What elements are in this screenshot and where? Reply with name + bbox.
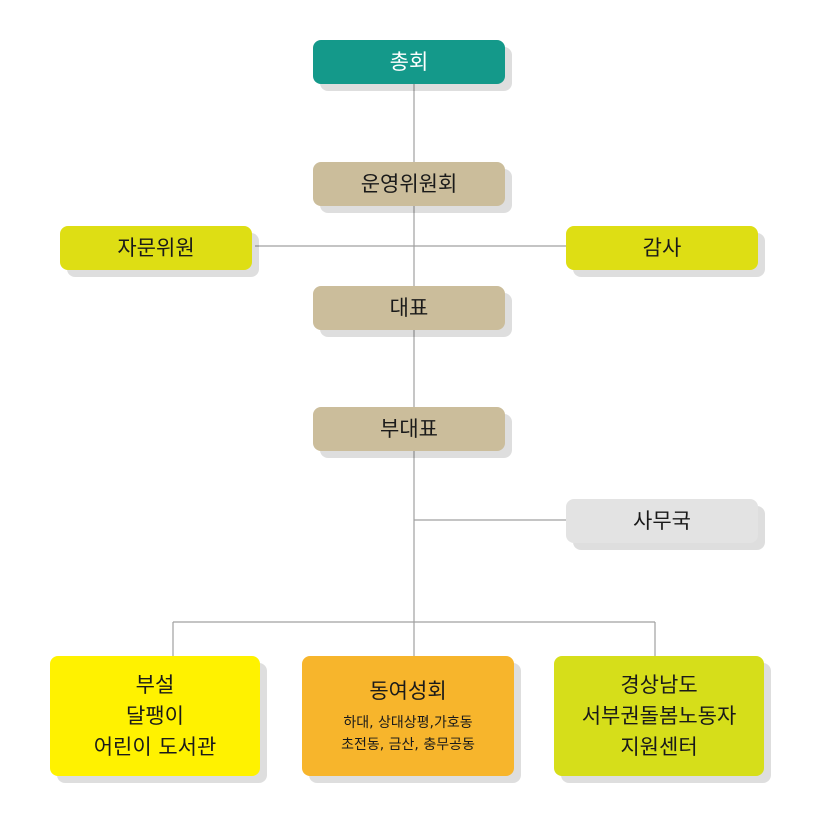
audit-label: 감사 (642, 236, 682, 260)
steering-committee-label: 운영위원회 (360, 172, 458, 196)
dept-center-node: 경상남도 서부권돌봄노동자 지원센터 (554, 656, 764, 776)
dept-library-line1: 부설 (135, 672, 175, 697)
dept-alumni-sub2: 초전동, 금산, 충무공동 (341, 737, 475, 753)
dept-alumni-node: 동여성회 하대, 상대상평,가호동 초전동, 금산, 충무공동 (302, 656, 514, 776)
secretariat-label: 사무국 (633, 509, 691, 533)
general-assembly-node: 총회 (313, 40, 505, 84)
dept-center-line3: 지원센터 (620, 734, 698, 759)
dept-center-line1: 경상남도 (620, 672, 698, 697)
dept-library-line3: 어린이 도서관 (93, 734, 217, 759)
secretariat-node: 사무국 (566, 499, 758, 543)
vice-representative-node: 부대표 (313, 407, 505, 451)
dept-library-node: 부설 달팽이 어린이 도서관 (50, 656, 260, 776)
audit-node: 감사 (566, 226, 758, 270)
advisors-node: 자문위원 (60, 226, 252, 270)
advisors-label: 자문위원 (117, 236, 195, 260)
dept-library-line2: 달팽이 (126, 703, 184, 728)
steering-committee-node: 운영위원회 (313, 162, 505, 206)
representative-node: 대표 (313, 286, 505, 330)
general-assembly-label: 총회 (389, 50, 429, 74)
dept-center-line2: 서부권돌봄노동자 (581, 703, 737, 728)
dept-alumni-title: 동여성회 (369, 679, 447, 703)
vice-representative-label: 부대표 (380, 417, 438, 441)
dept-alumni-sub1: 하대, 상대상평,가호동 (343, 715, 473, 731)
representative-label: 대표 (389, 296, 429, 320)
